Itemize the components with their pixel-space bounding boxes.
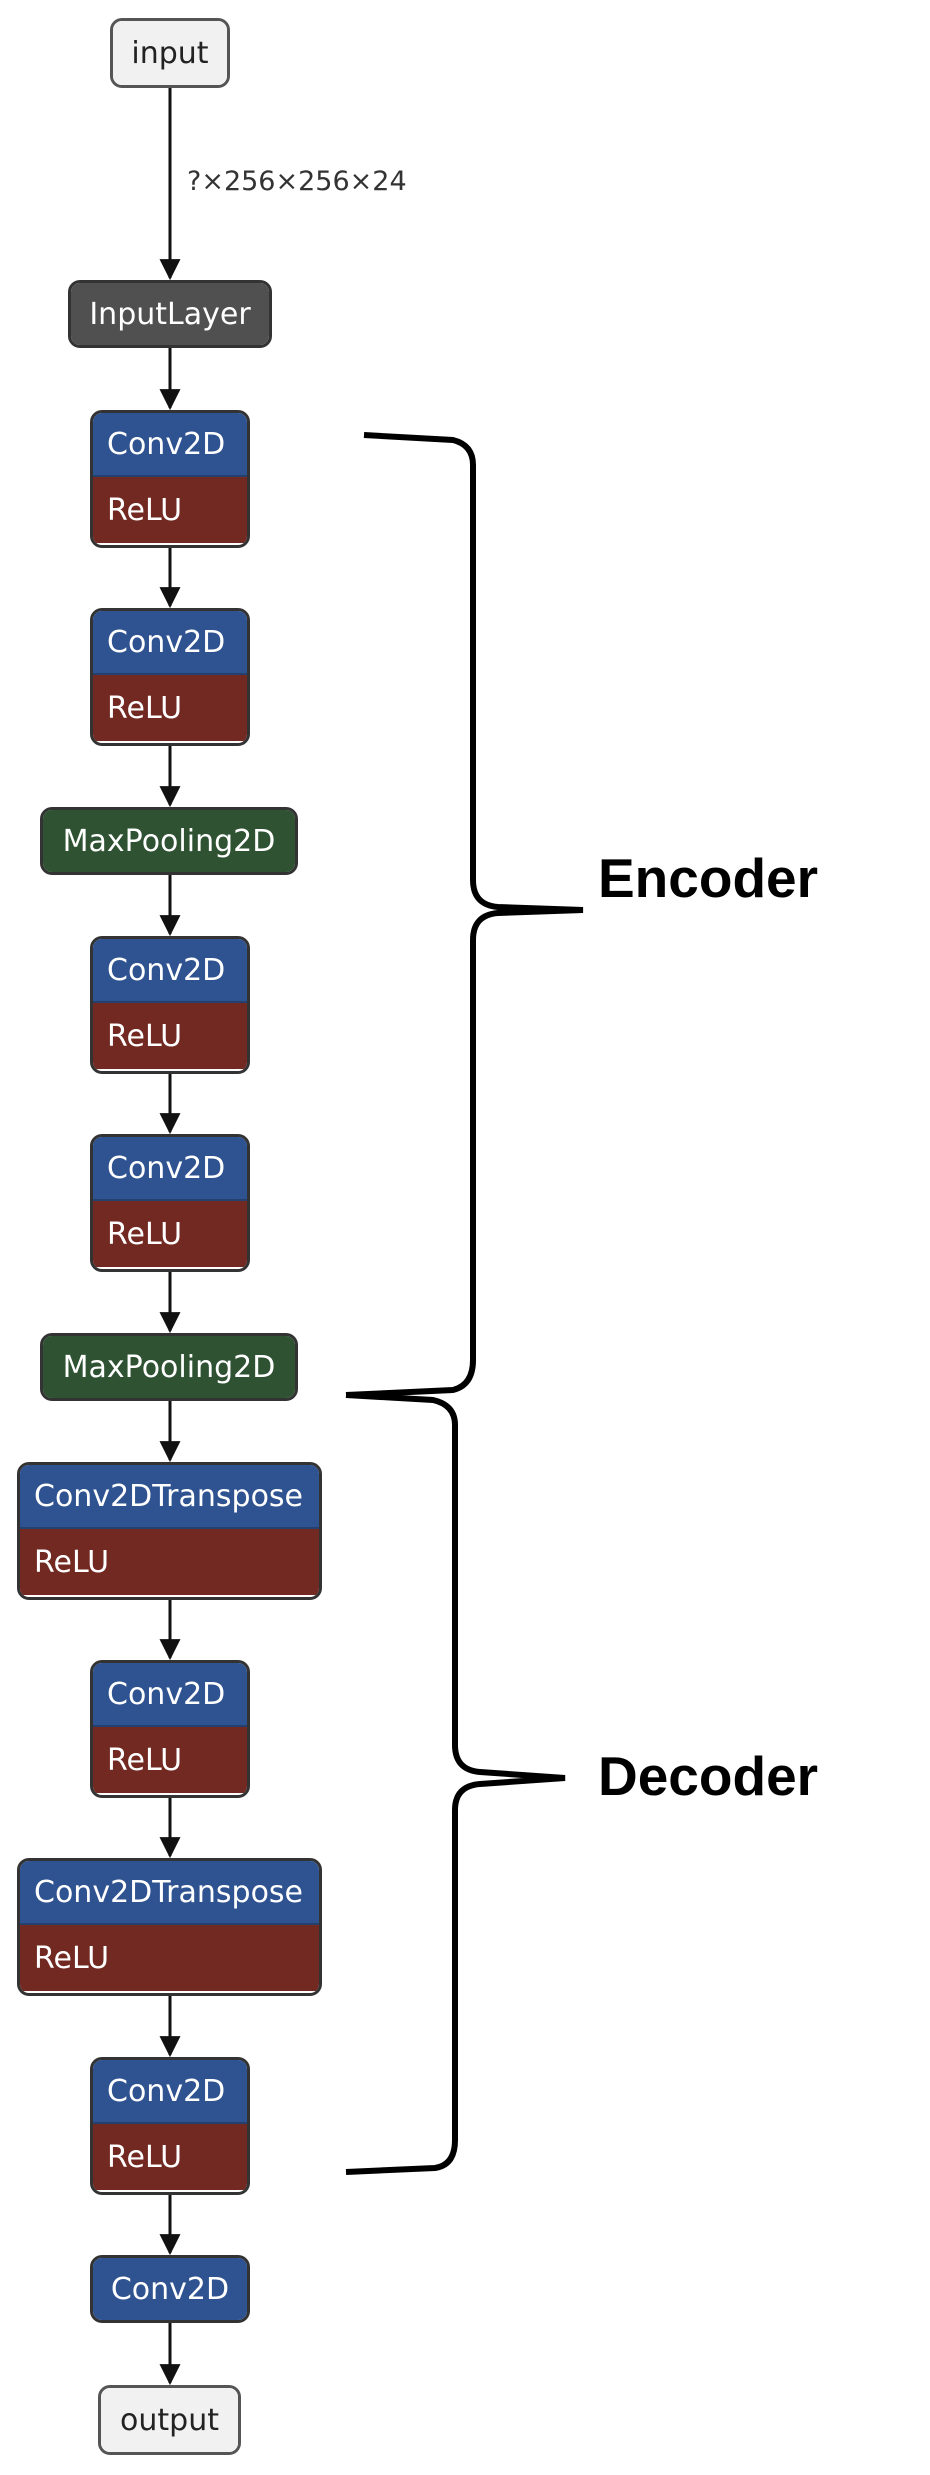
output-node[interactable]: output [98, 2385, 241, 2455]
conv2dtranspose-label: Conv2DTranspose [20, 1465, 319, 1529]
relu-label: ReLU [93, 1727, 247, 1793]
conv2d-label: Conv2D [93, 1137, 247, 1201]
decoder-label: Decoder [598, 1745, 819, 1807]
conv2d-node-7[interactable]: Conv2D [90, 2255, 250, 2323]
input-layer-label: InputLayer [71, 283, 269, 345]
conv2d-label: Conv2D [93, 611, 247, 675]
relu-label: ReLU [20, 1925, 319, 1991]
conv2d-relu-node-3[interactable]: Conv2D ReLU [90, 936, 250, 1074]
conv2d-relu-node-5[interactable]: Conv2D ReLU [90, 1660, 250, 1798]
input-node[interactable]: input [110, 18, 230, 88]
encoder-brace [345, 432, 584, 1398]
encoder-label: Encoder [598, 847, 819, 909]
relu-label: ReLU [93, 1201, 247, 1267]
maxpooling2d-label: MaxPooling2D [43, 810, 295, 872]
relu-label: ReLU [93, 477, 247, 543]
relu-label: ReLU [93, 1003, 247, 1069]
input-label: input [113, 21, 227, 85]
edge-shape-label: ?×256×256×24 [187, 166, 407, 197]
conv2d-label: Conv2D [93, 2258, 247, 2320]
conv2dtranspose-relu-node-1[interactable]: Conv2DTranspose ReLU [17, 1462, 322, 1600]
decoder-brace [345, 1392, 566, 2175]
conv2d-label: Conv2D [93, 1663, 247, 1727]
relu-label: ReLU [20, 1529, 319, 1595]
maxpooling2d-node-1[interactable]: MaxPooling2D [40, 807, 298, 875]
conv2d-label: Conv2D [93, 939, 247, 1003]
conv2dtranspose-label: Conv2DTranspose [20, 1861, 319, 1925]
relu-label: ReLU [93, 675, 247, 741]
input-layer-node[interactable]: InputLayer [68, 280, 272, 348]
output-label: output [101, 2388, 238, 2452]
conv2d-relu-node-6[interactable]: Conv2D ReLU [90, 2057, 250, 2195]
relu-label: ReLU [93, 2124, 247, 2190]
maxpooling2d-label: MaxPooling2D [43, 1336, 295, 1398]
conv2d-relu-node-4[interactable]: Conv2D ReLU [90, 1134, 250, 1272]
conv2d-relu-node-1[interactable]: Conv2D ReLU [90, 410, 250, 548]
conv2d-label: Conv2D [93, 2060, 247, 2124]
maxpooling2d-node-2[interactable]: MaxPooling2D [40, 1333, 298, 1401]
conv2dtranspose-relu-node-2[interactable]: Conv2DTranspose ReLU [17, 1858, 322, 1996]
conv2d-relu-node-2[interactable]: Conv2D ReLU [90, 608, 250, 746]
conv2d-label: Conv2D [93, 413, 247, 477]
